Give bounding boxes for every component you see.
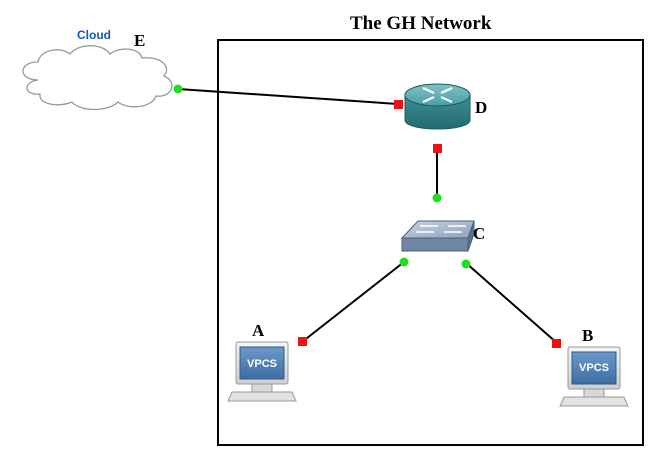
port-status-switch-pc-a — [399, 257, 409, 267]
node-label-a: A — [252, 321, 265, 340]
port-status-pc-a — [298, 337, 307, 346]
node-label-d: D — [475, 98, 488, 117]
link-switch-pc-b[interactable] — [465, 262, 558, 344]
pc-a-node[interactable]: VPCS — [227, 341, 297, 402]
port-status-cloud — [173, 84, 183, 94]
links — [177, 88, 558, 344]
link-switch-pc-a[interactable] — [301, 261, 405, 343]
router-node[interactable] — [404, 83, 471, 130]
port-status-switch-router — [432, 193, 442, 203]
pc-b-icon — [559, 346, 629, 407]
port-status-router-switch — [433, 144, 442, 153]
port-status-switch-pc-b — [461, 259, 471, 269]
router-icon — [404, 83, 471, 130]
switch-node[interactable] — [400, 220, 475, 252]
network-title: The GH Network — [350, 13, 492, 34]
pc-a-icon — [227, 341, 297, 402]
cloud-icon — [22, 45, 173, 111]
node-label-b: B — [582, 326, 594, 345]
pc-b-node[interactable]: VPCS — [559, 346, 629, 407]
pc-b-screen-text: VPCS — [579, 362, 609, 374]
link-status-markers — [173, 84, 561, 348]
cloud-text: Cloud — [77, 28, 111, 42]
switch-icon — [400, 220, 475, 252]
node-label-e: E — [134, 31, 146, 50]
cloud-node[interactable] — [22, 45, 173, 111]
node-label-c: C — [473, 224, 486, 243]
port-status-router-cloud — [394, 100, 403, 109]
link-cloud-router[interactable] — [177, 88, 399, 105]
port-status-pc-b — [552, 339, 561, 348]
network-boundary — [217, 39, 644, 446]
pc-a-screen-text: VPCS — [247, 358, 277, 370]
